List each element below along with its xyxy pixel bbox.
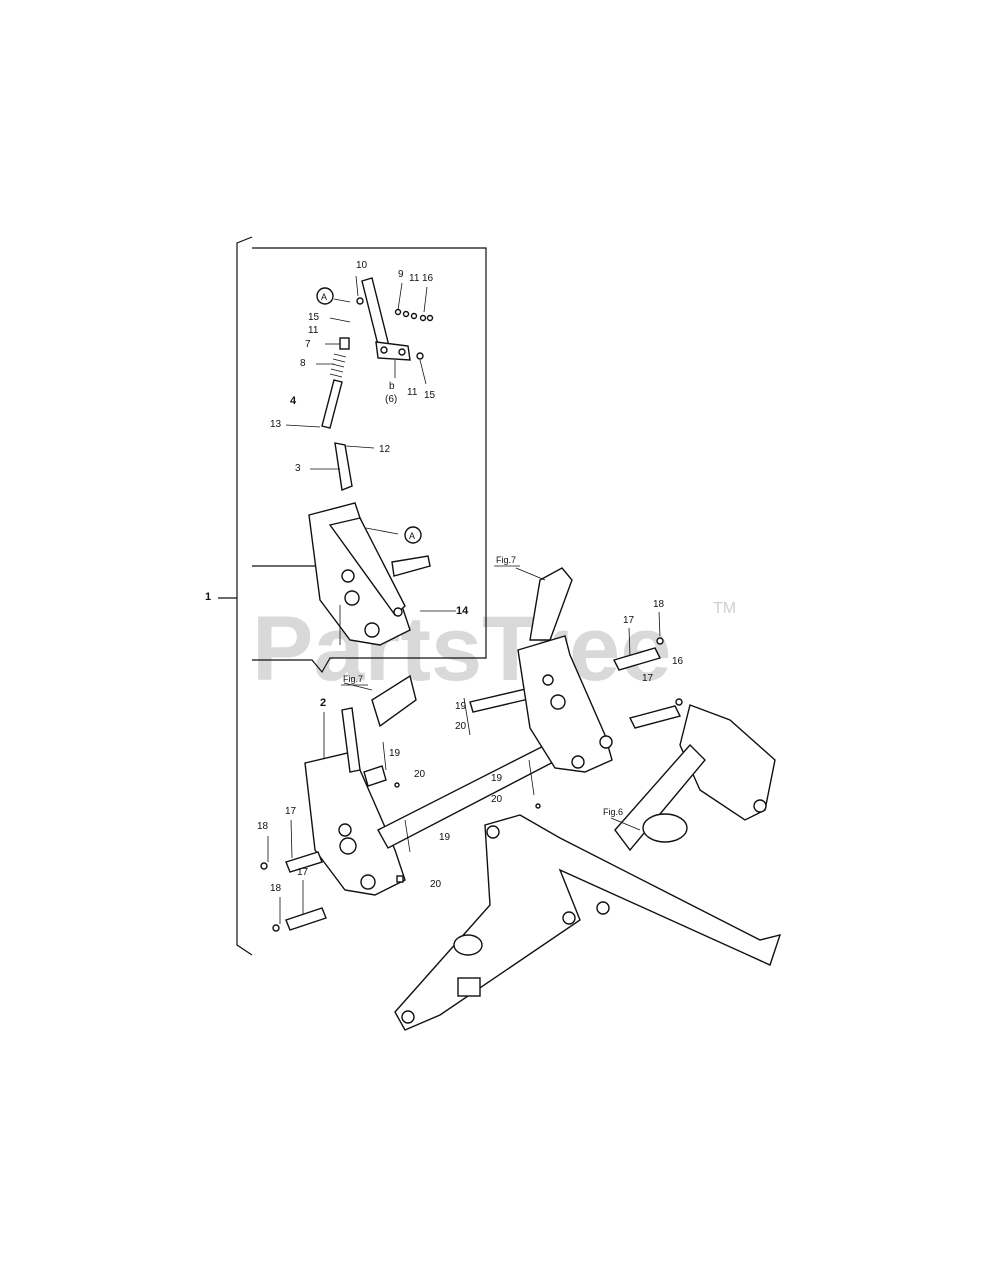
callout-c20c: 20: [491, 794, 503, 805]
callout-c16b: 16: [672, 656, 684, 667]
callout-c16a: 16: [422, 273, 434, 284]
assembly-bracket: [218, 236, 487, 956]
fig7-reference-left: Fig.7: [343, 674, 363, 684]
reference-a-bracket: A: [404, 526, 422, 544]
callout-c10a: 10: [356, 260, 368, 271]
callout-c6b: (6): [385, 394, 397, 405]
callout-c12: 12: [379, 444, 391, 455]
pins-part-17: [260, 637, 683, 932]
callout-c17a: 17: [623, 615, 635, 626]
callout-c11a: 11: [409, 273, 420, 284]
callout-c20b: 20: [414, 769, 426, 780]
callout-c20a: 20: [455, 721, 467, 732]
watermark-text: PartsTree: [252, 598, 671, 700]
callout-c7: 7: [305, 339, 311, 350]
callout-c9: 9: [398, 269, 404, 280]
svg-text:A: A: [409, 531, 415, 541]
callout-c4: 4: [290, 395, 297, 407]
fig7-reference-right: Fig.7: [496, 555, 516, 565]
callout-c17c: 17: [285, 806, 297, 817]
callout-c11b: 11: [308, 325, 319, 336]
left-bracket-upper: [308, 502, 431, 646]
leader-lines: [267, 275, 661, 924]
loader-frame: [394, 704, 782, 1031]
callout-c15a: 15: [308, 312, 320, 323]
callout-c17b: 17: [642, 673, 654, 684]
callout-c19c: 19: [491, 773, 503, 784]
lever-arm-part-6: [356, 277, 434, 361]
svg-text:A: A: [321, 292, 327, 302]
callout-c6a: b: [389, 381, 395, 392]
callout-c18b: 18: [257, 821, 269, 832]
callout-c3: 3: [295, 463, 301, 474]
callout-c19d: 19: [439, 832, 451, 843]
spring-rod-assembly: [285, 337, 375, 491]
callout-c19b: 19: [389, 748, 401, 759]
callout-c19a: 19: [455, 701, 467, 712]
callout-c1: 1: [205, 591, 211, 603]
callout-c14: 14: [456, 605, 469, 617]
bolts-part-19: [382, 697, 541, 883]
callout-c13: 13: [270, 419, 282, 430]
callout-c15b: 15: [424, 390, 436, 401]
callout-c18a: 18: [653, 599, 665, 610]
reference-a-top: A: [316, 287, 334, 305]
callout-c11c: 11: [407, 387, 418, 398]
callout-c8: 8: [300, 358, 306, 369]
callout-c17d: 17: [297, 867, 309, 878]
watermark-tm: TM: [713, 600, 736, 617]
callout-c18c: 18: [270, 883, 282, 894]
callout-c2: 2: [320, 697, 326, 709]
right-bracket: [517, 567, 613, 773]
callout-c20d: 20: [430, 879, 442, 890]
left-bracket-lower-part-2: [304, 674, 417, 896]
fig6-reference: Fig.6: [603, 807, 623, 817]
